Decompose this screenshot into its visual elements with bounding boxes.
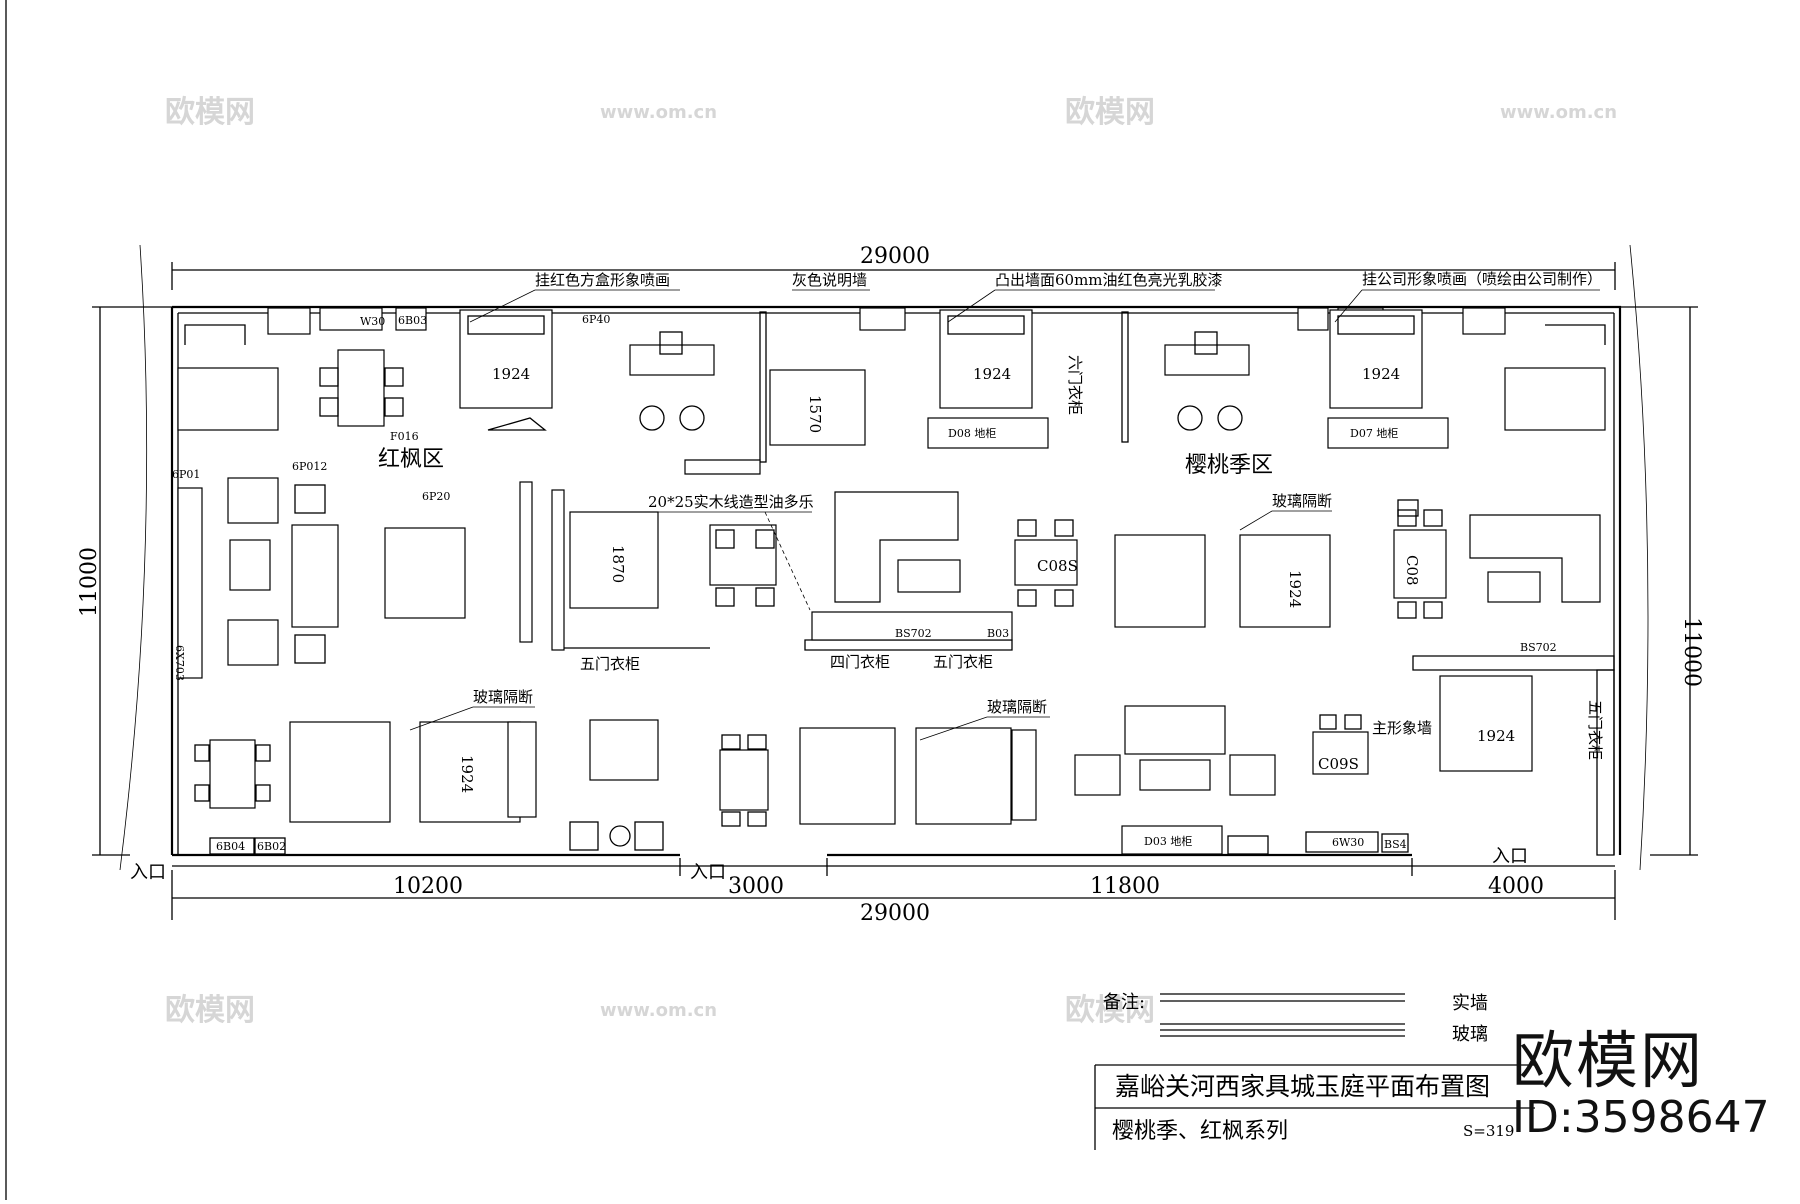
label-five-door-2: 五门衣柜 bbox=[933, 653, 993, 671]
label-bed-1924-f: 1924 bbox=[1477, 727, 1515, 745]
dim-top-total: 29000 bbox=[860, 244, 930, 269]
title: 嘉峪关河西家具城玉庭平面布置图 bbox=[1115, 1072, 1490, 1101]
label-bed-1570: 1570 bbox=[806, 395, 824, 433]
faint-logo-1: 欧模网 bbox=[165, 95, 255, 130]
title-block: 嘉峪关河西家具城玉庭平面布置图 樱桃季、红枫系列 S=319 bbox=[1094, 1064, 1535, 1150]
furniture-labels: 五门衣柜 四门衣柜 五门衣柜 六门衣柜 五门衣柜 1924 1924 1924 … bbox=[172, 313, 1604, 853]
callout-main-wall: 主形象墙 bbox=[1372, 719, 1432, 737]
label-five-door-1: 五门衣柜 bbox=[580, 655, 640, 673]
dim-seg-3: 11800 bbox=[1090, 874, 1160, 899]
callout-moulding: 20*25实木线造型油多乐 bbox=[648, 493, 814, 511]
label-6x703: 6X703 bbox=[173, 645, 186, 681]
faint-logo-2: 欧模网 bbox=[1065, 95, 1155, 130]
dimension-left: 11000 bbox=[77, 306, 172, 856]
label-6p01: 6P01 bbox=[172, 468, 200, 481]
faint-url-3: www.om.cn bbox=[600, 1000, 717, 1021]
label-bs702-b: BS702 bbox=[1520, 641, 1557, 654]
label-w30: W30 bbox=[360, 315, 385, 328]
brand-watermark: 欧模网 bbox=[1512, 1024, 1705, 1097]
label-b03: B03 bbox=[987, 627, 1009, 640]
label-bs4: BS4 bbox=[1384, 838, 1407, 851]
label-bed-1924-b: 1924 bbox=[973, 365, 1011, 383]
label-c09s: C09S bbox=[1318, 755, 1359, 773]
entrance-1: 入口 bbox=[130, 862, 166, 883]
label-bed-1924-e: 1924 bbox=[458, 755, 476, 793]
label-d08: D08 地柜 bbox=[948, 427, 996, 440]
entrance-labels: 入口 入口 入口 bbox=[130, 846, 1528, 883]
callout-glass-2: 玻璃隔断 bbox=[473, 688, 533, 706]
label-four-door: 四门衣柜 bbox=[830, 653, 890, 671]
faint-url-2: www.om.cn bbox=[1500, 102, 1617, 123]
label-bs702-a: BS702 bbox=[895, 627, 932, 640]
callout-top-3: 凸出墙面60mm油红色亮光乳胶漆 bbox=[995, 271, 1223, 289]
dim-seg-4: 4000 bbox=[1488, 874, 1544, 899]
label-6p40: 6P40 bbox=[582, 313, 610, 326]
callout-top-4: 挂公司形象喷画（喷绘由公司制作） bbox=[1362, 270, 1602, 288]
label-6b04: 6B04 bbox=[216, 840, 245, 853]
id-watermark: ID:3598647 bbox=[1512, 1092, 1770, 1143]
label-c08s: C08S bbox=[1037, 557, 1078, 575]
label-bed-1924-c: 1924 bbox=[1362, 365, 1400, 383]
dimension-bottom: 29000 10200 3000 11800 4000 bbox=[171, 858, 1616, 926]
callout-top-1: 挂红色方盒形象喷画 bbox=[535, 271, 670, 289]
legend-label: 备注: bbox=[1103, 992, 1145, 1013]
callout-glass-1: 玻璃隔断 bbox=[1272, 492, 1332, 510]
label-bed-1870: 1870 bbox=[609, 545, 627, 583]
label-6p20: 6P20 bbox=[422, 490, 450, 503]
label-c08: C08 bbox=[1403, 555, 1421, 586]
dim-seg-1: 10200 bbox=[393, 874, 463, 899]
zone-labels: 红枫区 樱桃季区 bbox=[378, 447, 1273, 478]
faint-url-1: www.om.cn bbox=[600, 102, 717, 123]
legend-solid-wall: 实墙 bbox=[1452, 993, 1488, 1014]
label-6b03: 6B03 bbox=[398, 314, 427, 327]
label-d03: D03 地柜 bbox=[1144, 835, 1192, 848]
label-6b02: 6B02 bbox=[257, 840, 286, 853]
faint-logo-3: 欧模网 bbox=[165, 993, 255, 1028]
dim-left-height: 11000 bbox=[77, 547, 102, 617]
furniture-shapes bbox=[177, 307, 1606, 855]
legend-glass: 玻璃 bbox=[1452, 1024, 1488, 1045]
label-six-door: 六门衣柜 bbox=[1066, 355, 1084, 415]
legend: 备注: 实墙 玻璃 bbox=[1103, 992, 1488, 1045]
label-d07: D07 地柜 bbox=[1350, 427, 1398, 440]
callout-top-2: 灰色说明墙 bbox=[792, 271, 867, 289]
subtitle: 樱桃季、红枫系列 bbox=[1112, 1119, 1288, 1144]
faint-watermarks: 欧模网 www.om.cn 欧模网 www.om.cn 欧模网 www.om.c… bbox=[165, 95, 1617, 1028]
label-bed-1924-a: 1924 bbox=[492, 365, 530, 383]
faint-logo-4: 欧模网 bbox=[1065, 993, 1155, 1028]
label-f016: F016 bbox=[390, 430, 419, 443]
dim-bottom-total: 29000 bbox=[860, 901, 930, 926]
zone-right: 樱桃季区 bbox=[1185, 453, 1273, 478]
entrance-2: 入口 bbox=[690, 862, 726, 883]
entrance-3: 入口 bbox=[1492, 846, 1528, 867]
zone-left: 红枫区 bbox=[378, 447, 444, 472]
scale: S=319 bbox=[1463, 1122, 1514, 1140]
label-6w30: 6W30 bbox=[1332, 836, 1364, 849]
callout-labels: 挂红色方盒形象喷画 灰色说明墙 凸出墙面60mm油红色亮光乳胶漆 挂公司形象喷画… bbox=[409, 270, 1602, 741]
dimension-right: 11000 bbox=[1620, 306, 1704, 856]
label-6p012: 6P012 bbox=[292, 460, 327, 473]
dimension-top: 29000 bbox=[171, 244, 1616, 290]
dim-seg-2: 3000 bbox=[728, 874, 784, 899]
label-five-door-3: 五门衣柜 bbox=[1586, 700, 1604, 760]
callout-glass-3: 玻璃隔断 bbox=[987, 698, 1047, 716]
label-bed-1924-d: 1924 bbox=[1286, 570, 1304, 608]
dim-right-height: 11000 bbox=[1679, 617, 1704, 687]
